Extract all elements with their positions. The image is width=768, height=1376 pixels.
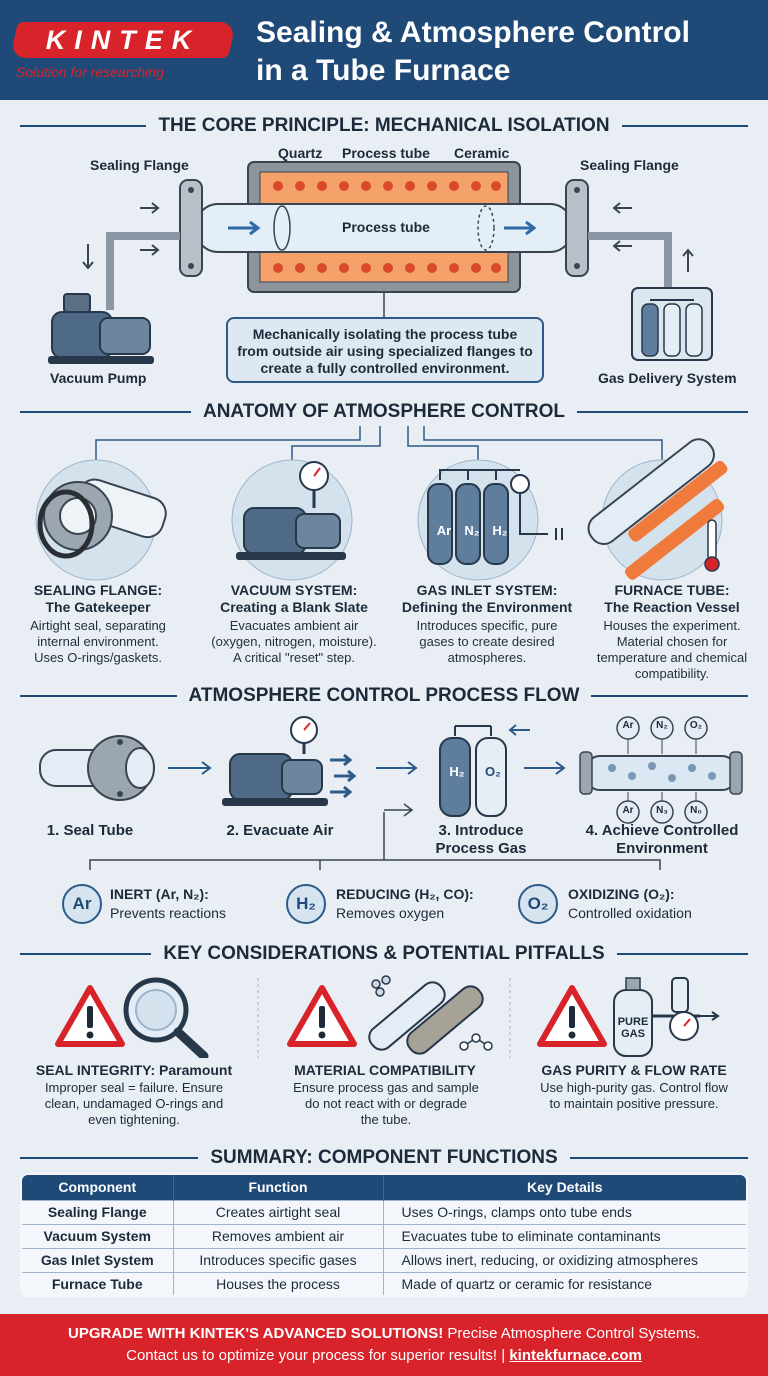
label-process-tube-inner: Process tube [342,219,430,235]
footer-contact-text: Contact us to optimize your process for … [126,1347,510,1364]
card-desc-furnace-tube: Houses the experiment.Material chosen fo… [596,618,748,681]
label-sealing-flange-right: Sealing Flange [580,157,679,173]
molecule-bottom-3: N₀ [690,805,702,816]
title-line-1: Sealing & Atmosphere Control [256,16,690,49]
pitfalls-illustrations [55,975,720,1058]
cell-details: Uses O-rings, clamps onto tube ends [382,1199,746,1224]
table-header-row: Component Function Key Details [22,1175,746,1200]
logo-tagline: Solution for researching [16,64,164,80]
pitfall-title-seal-integrity: SEAL INTEGRITY: Paramount [35,1062,233,1078]
cell-function: Introduces specific gases [172,1247,383,1272]
inert-gas-desc: Prevents reactions [110,905,226,921]
molecule-top-1: Ar [622,720,634,731]
col-header-function: Function [172,1175,383,1200]
cell-function: Creates airtight seal [172,1199,383,1224]
process-flow-diagram [39,716,743,870]
tank-label-n2: N₂ [464,523,480,538]
logo-text: KINTEK [45,25,201,55]
title-line-2: in a Tube Furnace [256,54,511,87]
summary-table: Component Function Key Details Sealing F… [20,1173,748,1297]
cell-component: Gas Inlet System [22,1247,173,1272]
molecule-top-2: N₂ [656,720,668,731]
isolation-callout: Mechanically isolating the process tube … [226,317,544,383]
molecule-bottom-1: Ar [622,805,634,816]
pitfall-title-material: MATERIAL COMPATIBILITY [294,1062,476,1078]
card-title-vacuum-system: VACUUM SYSTEM:Creating a Blank Slate [220,582,368,615]
cylinder-label-h2: H₂ [449,764,465,779]
label-gas-delivery: Gas Delivery System [598,370,737,386]
card-title-gas-inlet: GAS INLET SYSTEM:Defining the Environmen… [401,582,573,615]
section-title-core-principle: THE CORE PRINCIPLE: MECHANICAL ISOLATION [20,114,748,138]
oxidizing-gas-title: OXIDIZING (O₂): [568,886,675,902]
label-ceramic: Ceramic [454,145,510,161]
card-title-furnace-tube: FURNACE TUBE:The Reaction Vessel [604,582,740,615]
cell-component: Vacuum System [22,1223,173,1248]
label-quartz: Quartz [278,145,323,161]
table-row: Furnace Tube Houses the process Made of … [22,1271,746,1295]
tank-label-ar: Ar [436,523,452,538]
section-title-process-flow: ATMOSPHERE CONTROL PROCESS FLOW [20,684,749,708]
page-title: Sealing & Atmosphere Control in a Tube F… [256,14,760,90]
cell-details: Allows inert, reducing, or oxidizing atm… [382,1247,746,1272]
footer-tagline: Precise Atmosphere Control Systems. [443,1325,700,1342]
section-title-anatomy: ANATOMY OF ATMOSPHERE CONTROL [20,400,748,424]
section-title-summary: SUMMARY: COMPONENT FUNCTIONS [20,1146,749,1170]
step-seal-tube: 1. Seal Tube [46,822,134,839]
col-header-component: Component [22,1175,173,1200]
inert-gas-icon: Ar [62,884,102,924]
card-title-sealing-flange: SEALING FLANGE:The Gatekeeper [33,582,163,615]
table-row: Gas Inlet System Introduces specific gas… [22,1247,746,1272]
cell-function: Houses the process [172,1271,383,1295]
pitfall-title-gas-purity: GAS PURITY & FLOW RATE [541,1062,727,1078]
section-title-pitfalls: KEY CONSIDERATIONS & POTENTIAL PITFALLS [20,942,749,966]
table-row: Sealing Flange Creates airtight seal Use… [22,1199,746,1224]
oxidizing-gas-desc: Controlled oxidation [568,905,692,921]
cell-details: Evacuates tube to eliminate contaminants [382,1223,746,1248]
cylinder-label-o2: O₂ [485,764,501,779]
col-header-key-details: Key Details [382,1175,746,1200]
molecule-bottom-2: N₃ [656,805,668,816]
reducing-gas-desc: Removes oxygen [336,905,445,921]
reducing-gas-icon: H₂ [286,884,326,924]
cell-component: Sealing Flange [22,1199,173,1224]
table-row: Vacuum System Removes ambient air Evacua… [22,1223,746,1248]
reducing-gas-title: REDUCING (H₂, CO): [336,886,474,902]
card-desc-vacuum-system: Evacuates ambient air(oxygen, nitrogen, … [211,618,377,665]
anatomy-illustrations [35,426,728,581]
cell-function: Removes ambient air [172,1223,383,1248]
inert-gas-title: INERT (Ar, N₂): [110,886,209,902]
label-vacuum-pump: Vacuum Pump [50,370,147,386]
step-evacuate-air: 2. Evacuate Air [226,822,334,839]
footer-headline: UPGRADE WITH KINTEK'S ADVANCED SOLUTIONS… [68,1325,444,1342]
oxidizing-gas-icon: O₂ [518,884,558,924]
molecule-top-3: O₂ [689,720,703,731]
tank-label-h2: H₂ [492,523,508,538]
tube-furnace-diagram [48,161,713,364]
cell-component: Furnace Tube [22,1271,173,1295]
label-sealing-flange-left: Sealing Flange [90,157,189,173]
footer-website-link[interactable]: kintekfurnace.com [509,1347,642,1364]
footer-banner: UPGRADE WITH KINTEK'S ADVANCED SOLUTIONS… [0,1314,768,1376]
label-process-tube-top: Process tube [342,145,430,161]
cell-details: Made of quartz or ceramic for resistance [382,1271,746,1295]
